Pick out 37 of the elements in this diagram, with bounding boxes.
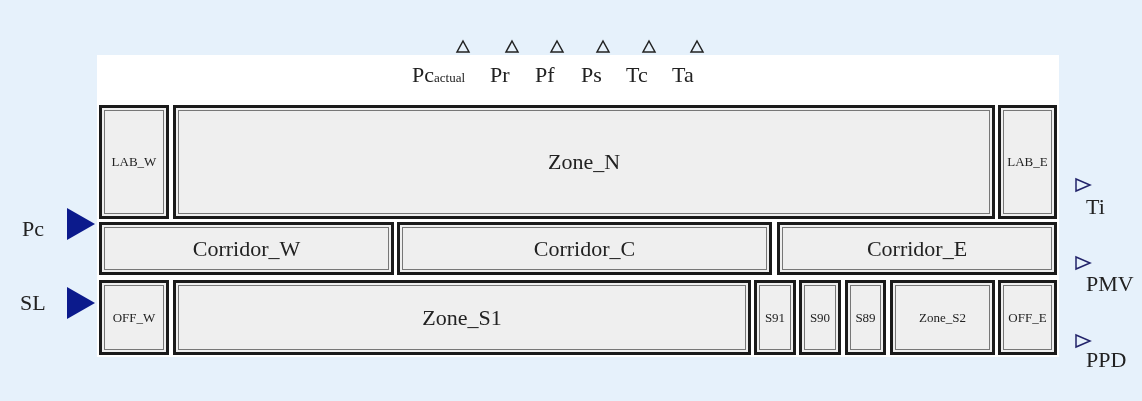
room-name: LAB_W: [111, 154, 157, 170]
room-name: Corridor_C: [533, 235, 636, 262]
room-name: Zone_N: [547, 149, 621, 175]
port-label: Pr: [490, 64, 510, 86]
port-label: Pc: [22, 218, 44, 240]
room-name: Corridor_E: [866, 235, 968, 262]
room-block: [99, 280, 169, 355]
port-label: Tc: [626, 64, 648, 86]
room-name: OFF_E: [1008, 309, 1047, 326]
room-block: [397, 222, 772, 275]
port-label: PMV: [1086, 273, 1134, 295]
room-block: [99, 105, 169, 219]
room-block: [799, 280, 841, 355]
room-block: [173, 105, 995, 219]
port-label: Ti: [1086, 196, 1105, 218]
room-name: S91: [764, 309, 786, 326]
room-name: LAB_E: [1007, 154, 1048, 170]
room-block: [845, 280, 886, 355]
port-label: PPD: [1086, 349, 1127, 371]
room-block: [777, 222, 1057, 275]
room-block: [754, 280, 796, 355]
room-name: S89: [855, 309, 876, 326]
building-block: [97, 55, 1059, 357]
room-name: S90: [809, 309, 831, 326]
room-name: Zone_S1: [422, 304, 502, 331]
room-name: Zone_S2: [919, 309, 966, 326]
room-block: [998, 280, 1057, 355]
port-label: Pf: [535, 64, 555, 86]
port-label: Ps: [581, 64, 602, 86]
room-name: Corridor_W: [192, 235, 301, 262]
port-label: Ta: [672, 64, 694, 86]
room-block: [173, 280, 751, 355]
room-name: OFF_W: [112, 309, 156, 326]
port-label: SL: [20, 292, 46, 314]
room-block: [998, 105, 1057, 219]
room-block: [99, 222, 394, 275]
room-block: [890, 280, 995, 355]
